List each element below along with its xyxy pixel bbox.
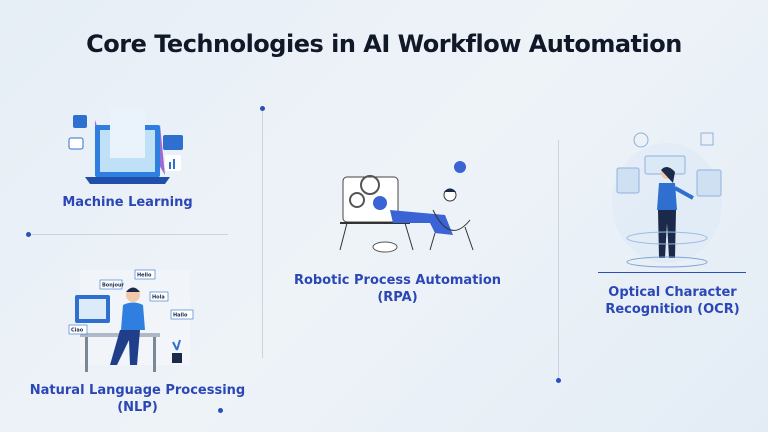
bubble-hallo: Hallo: [173, 313, 188, 319]
bubble-ciao: Ciao: [71, 328, 84, 334]
divider-line: [262, 108, 263, 358]
tech-label-nlp: Natural Language Processing (NLP): [29, 383, 246, 415]
divider-line: [598, 272, 746, 273]
bubble-hello: Hello: [137, 273, 152, 279]
divider-line: [28, 234, 228, 235]
tech-label-rpa: Robotic Process Automation (RPA): [293, 273, 502, 305]
bubble-bonjour: Bonjour: [102, 283, 125, 289]
divider-line: [558, 140, 559, 380]
multilingual-chat-illustration: Hello Bonjour Hola Hallo Ciao: [68, 269, 194, 372]
bubble-hola: Hola: [152, 295, 165, 301]
tech-label-machine-learning: Machine Learning: [62, 195, 193, 210]
connector-dot: [26, 232, 31, 237]
tech-label-ocr: Optical Character Recognition (OCR): [605, 285, 740, 317]
page-title: Core Technologies in AI Workflow Automat…: [86, 30, 682, 58]
relaxing-person-with-gears-illustration: [339, 161, 474, 253]
connector-dot: [218, 408, 223, 413]
laptop-data-illustration: [68, 108, 183, 184]
connector-dot: [556, 378, 561, 383]
connector-dot: [260, 106, 265, 111]
person-with-holographic-screens-illustration: [612, 132, 722, 268]
